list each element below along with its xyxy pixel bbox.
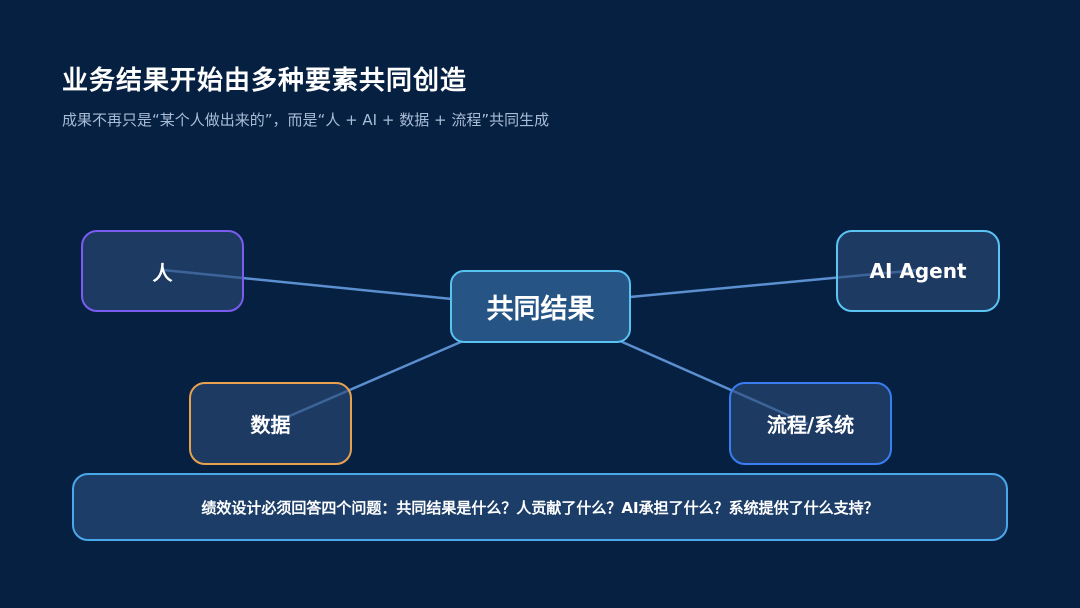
page-title: 业务结果开始由多种要素共同创造	[62, 66, 468, 96]
node-process-system-label: 流程/系统	[766, 413, 855, 437]
node-data: 数据	[189, 382, 352, 465]
node-data-label: 数据	[250, 413, 291, 437]
node-person: 人	[81, 230, 244, 312]
node-person-label: 人	[152, 260, 173, 285]
key-questions-box: 绩效设计必须回答四个问题：共同结果是什么？人贡献了什么？AI承担了什么？系统提供…	[72, 473, 1008, 541]
key-questions-text: 绩效设计必须回答四个问题：共同结果是什么？人贡献了什么？AI承担了什么？系统提供…	[201, 498, 879, 517]
node-shared-result-label: 共同结果	[486, 294, 595, 325]
node-shared-result: 共同结果	[450, 270, 631, 343]
page-subtitle: 成果不再只是“某个人做出来的”，而是“人 + AI + 数据 + 流程”共同生成	[62, 111, 550, 129]
node-process-system: 流程/系统	[729, 382, 892, 465]
node-ai-agent-label: AI Agent	[869, 259, 967, 283]
node-ai-agent: AI Agent	[836, 230, 1000, 312]
